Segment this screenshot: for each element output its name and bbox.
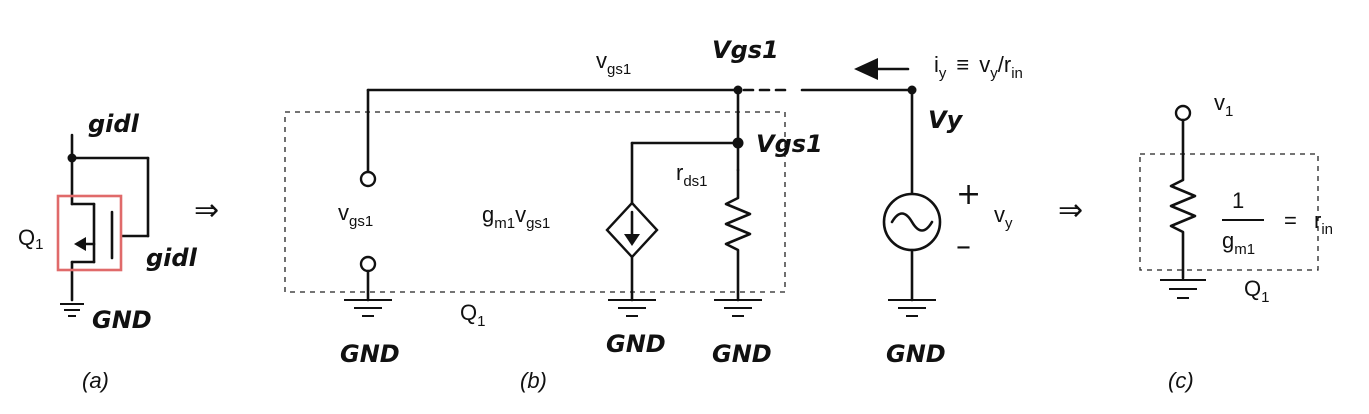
- current-arrow-head: [854, 58, 878, 80]
- caption-a: (a): [82, 368, 109, 393]
- current-source-arrow-head: [624, 234, 640, 246]
- vy-node-label: Vy: [928, 106, 964, 134]
- sine-wave-icon: [890, 212, 934, 232]
- node-mid-label: Vgs1: [756, 130, 823, 158]
- body-arrow-head: [74, 237, 86, 251]
- q1-label-b: Q1: [460, 300, 485, 330]
- ground-label-b2: GND: [606, 330, 666, 358]
- source-label: gm1vgs1: [482, 202, 550, 232]
- res-label: rds1: [676, 160, 708, 190]
- resistor-rin: [1169, 118, 1197, 280]
- transistor-highlight-box: [56, 194, 123, 272]
- q1-dashed-box-c: [1139, 153, 1319, 271]
- implies-arrow-1: ⇒: [194, 193, 219, 228]
- ground-label-b1: GND: [340, 340, 400, 368]
- v1-label: v1: [1214, 90, 1233, 120]
- current-label: iy≡vy/rin: [934, 52, 1023, 82]
- panel-a: gidl Q1 gidl GND (a): [18, 110, 198, 393]
- v1-terminal: [1174, 104, 1192, 122]
- panel-c: v1 1 gm1 = rin Q1 (c): [1139, 90, 1333, 393]
- fraction-numerator: 1: [1232, 188, 1244, 213]
- q1-dashed-box: [284, 111, 786, 293]
- rin-label: rin: [1314, 208, 1333, 238]
- resistor-rds1: [724, 168, 752, 302]
- minus-sign: –: [956, 229, 971, 264]
- q1-label-c: Q1: [1244, 276, 1269, 306]
- port-terminal-bottom: [359, 255, 377, 273]
- panel-a-gate-label: gidl: [146, 244, 198, 272]
- test-source: iy≡vy/rin Vy + – vy GND: [742, 52, 1023, 368]
- fraction-denominator: gm1: [1222, 228, 1255, 258]
- ground-label-t: GND: [886, 340, 946, 368]
- equals-sign: =: [1284, 208, 1297, 233]
- panel-a-top-label: gidl: [88, 110, 140, 138]
- caption-c: (c): [1168, 368, 1194, 393]
- port-terminal-top: [359, 170, 377, 188]
- caption-b: (b): [520, 368, 547, 393]
- ground-label-b3: GND: [712, 340, 772, 368]
- panel-b: vgs1 vgs1 Vgs1 Vgs1 gm1vgs1 rds1 Q1 GND …: [284, 36, 823, 393]
- node-top-label: Vgs1: [712, 36, 779, 64]
- q1-label-a: Q1: [18, 225, 43, 253]
- wire-label: vgs1: [596, 48, 631, 78]
- port-label: vgs1: [338, 200, 373, 230]
- source-voltage-label: vy: [994, 202, 1013, 232]
- implies-arrow-2: ⇒: [1058, 193, 1083, 228]
- plus-sign: +: [956, 177, 981, 212]
- panel-a-ground-label: GND: [92, 306, 152, 334]
